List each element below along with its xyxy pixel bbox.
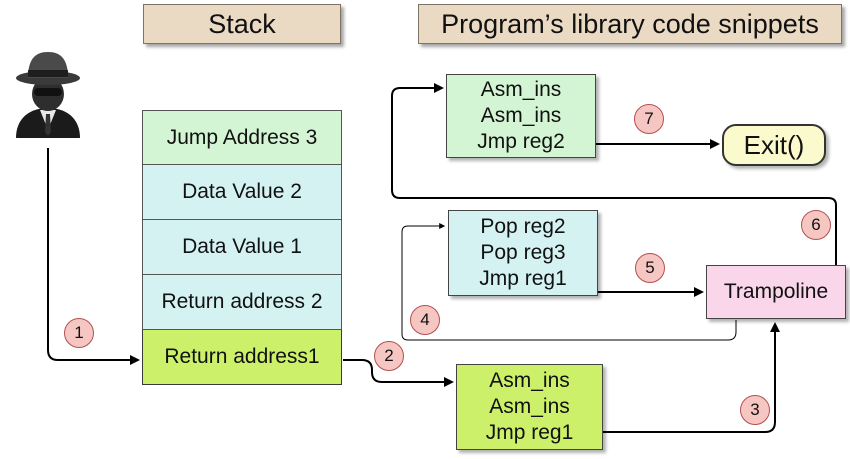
stack-cell-return-address-2: Return address 2 (142, 275, 342, 330)
attacker-icon (16, 52, 80, 138)
snippet-bottom-line: Asm_ins (489, 395, 570, 418)
step-badge-7: 7 (634, 104, 664, 134)
step-badge-3: 3 (740, 395, 770, 425)
library-header: Program’s library code snippets (418, 4, 842, 44)
snippet-top-line: Jmp reg2 (477, 130, 565, 153)
step-badge-6: 6 (801, 210, 831, 240)
stack-column: Jump Address 3 Data Value 2 Data Value 1… (142, 110, 342, 385)
exit-box: Exit() (722, 124, 826, 166)
arrow-2-return1-to-bottom (343, 359, 454, 387)
snippet-top-line: Asm_ins (480, 104, 562, 127)
snippet-top-line: Asm_ins (480, 78, 562, 101)
stack-header: Stack (143, 4, 341, 44)
step-badge-1: 1 (64, 318, 94, 348)
arrow-1-attacker-to-return1 (47, 148, 140, 365)
snippet-middle-line: Pop reg3 (480, 241, 566, 264)
trampoline-box: Trampoline (706, 265, 846, 319)
snippet-top: Asm_ins Asm_ins Jmp reg2 (446, 74, 596, 158)
arrow-6-trampoline-to-top (391, 83, 837, 265)
step-badge-5: 5 (635, 253, 665, 283)
arrow-3-bottom-to-trampoline (603, 322, 780, 433)
stack-cell-data-value-2: Data Value 2 (142, 165, 342, 220)
stack-cell-data-value-1: Data Value 1 (142, 220, 342, 275)
snippet-middle: Pop reg2 Pop reg3 Jmp reg1 (448, 210, 598, 296)
stack-cell-return-address-1: Return address1 (142, 330, 342, 385)
arrow-4-trampoline-to-middle (401, 223, 737, 341)
snippet-bottom: Asm_ins Asm_ins Jmp reg1 (456, 364, 603, 450)
stack-cell-jump-address-3: Jump Address 3 (142, 110, 342, 165)
step-badge-4: 4 (410, 305, 440, 335)
snippet-middle-line: Jmp reg1 (479, 267, 567, 290)
step-badge-2: 2 (374, 341, 404, 371)
snippet-middle-line: Pop reg2 (480, 215, 566, 238)
snippet-bottom-line: Jmp reg1 (485, 421, 574, 444)
snippet-bottom-line: Asm_ins (489, 369, 570, 392)
